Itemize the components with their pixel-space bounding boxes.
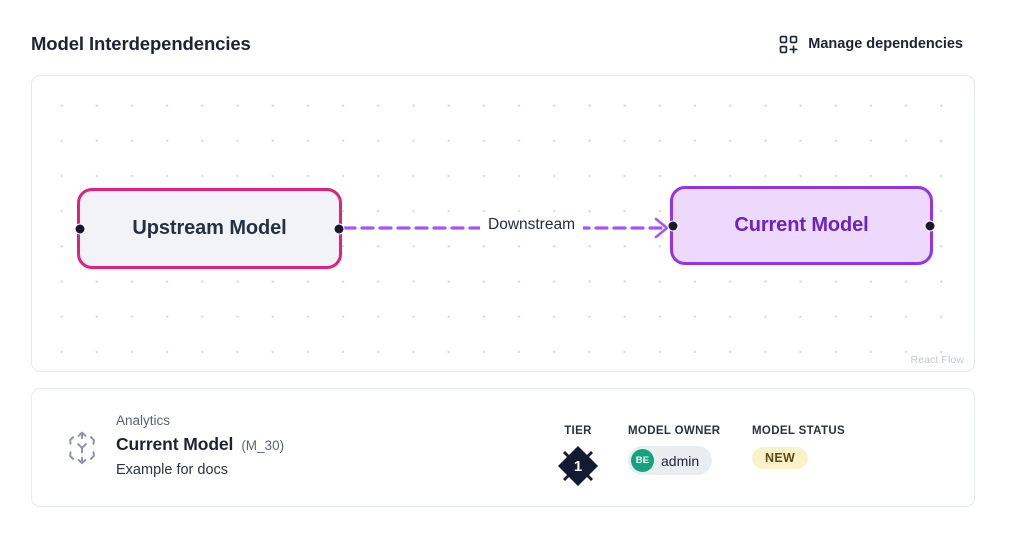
model-name: Current Model	[116, 433, 234, 454]
node-handle-upstream-right[interactable]	[333, 223, 345, 234]
model-owner-column: MODEL OWNER BE admin	[628, 425, 720, 475]
flow-node-upstream-model[interactable]: Upstream Model	[74, 188, 345, 269]
manage-dependencies-button[interactable]: Manage dependencies	[777, 33, 965, 56]
page-title: Model Interdependencies	[31, 33, 251, 54]
model-text-block: Analytics Current Model (M_30) Example f…	[116, 411, 284, 478]
flow-node-current-model[interactable]: Current Model	[667, 186, 936, 265]
react-flow-watermark: React Flow	[910, 354, 964, 366]
status-badge: NEW	[752, 447, 809, 469]
tier-column: TIER 1	[547, 425, 609, 487]
model-owner-label: MODEL OWNER	[628, 425, 721, 437]
model-description: Example for docs	[116, 461, 229, 478]
tier-label: TIER	[564, 425, 592, 437]
avatar: BE	[631, 449, 654, 472]
manage-dependencies-label: Manage dependencies	[808, 36, 963, 52]
model-status-label: MODEL STATUS	[752, 425, 846, 437]
flow-node-upstream-label: Upstream Model	[132, 217, 287, 239]
model-status-column: MODEL STATUS NEW	[752, 425, 845, 469]
tier-value: 1	[573, 457, 583, 475]
model-category: Analytics	[116, 413, 171, 428]
tier-badge: 1	[557, 445, 599, 487]
flow-node-current-label: Current Model	[734, 214, 869, 236]
edge-label-downstream[interactable]: Downstream	[480, 215, 583, 235]
node-handle-current-right[interactable]	[924, 220, 936, 231]
model-detail-card: Analytics Current Model (M_30) Example f…	[31, 388, 975, 507]
model-code: (M_30)	[241, 437, 285, 453]
node-handle-upstream-left[interactable]	[74, 223, 86, 234]
model-owner-chip[interactable]: BE admin	[628, 446, 713, 475]
tier-diamond-icon	[558, 446, 598, 486]
model-network-icon	[59, 425, 105, 471]
edge-arrowhead-icon	[654, 217, 669, 239]
node-handle-current-left[interactable]	[667, 220, 679, 231]
model-owner-name: admin	[661, 452, 700, 469]
page-header: Model Interdependencies Manage dependenc…	[31, 28, 965, 60]
flow-canvas[interactable]: Upstream Model Current Model Downstream …	[31, 75, 975, 372]
grid-plus-icon	[779, 35, 798, 54]
